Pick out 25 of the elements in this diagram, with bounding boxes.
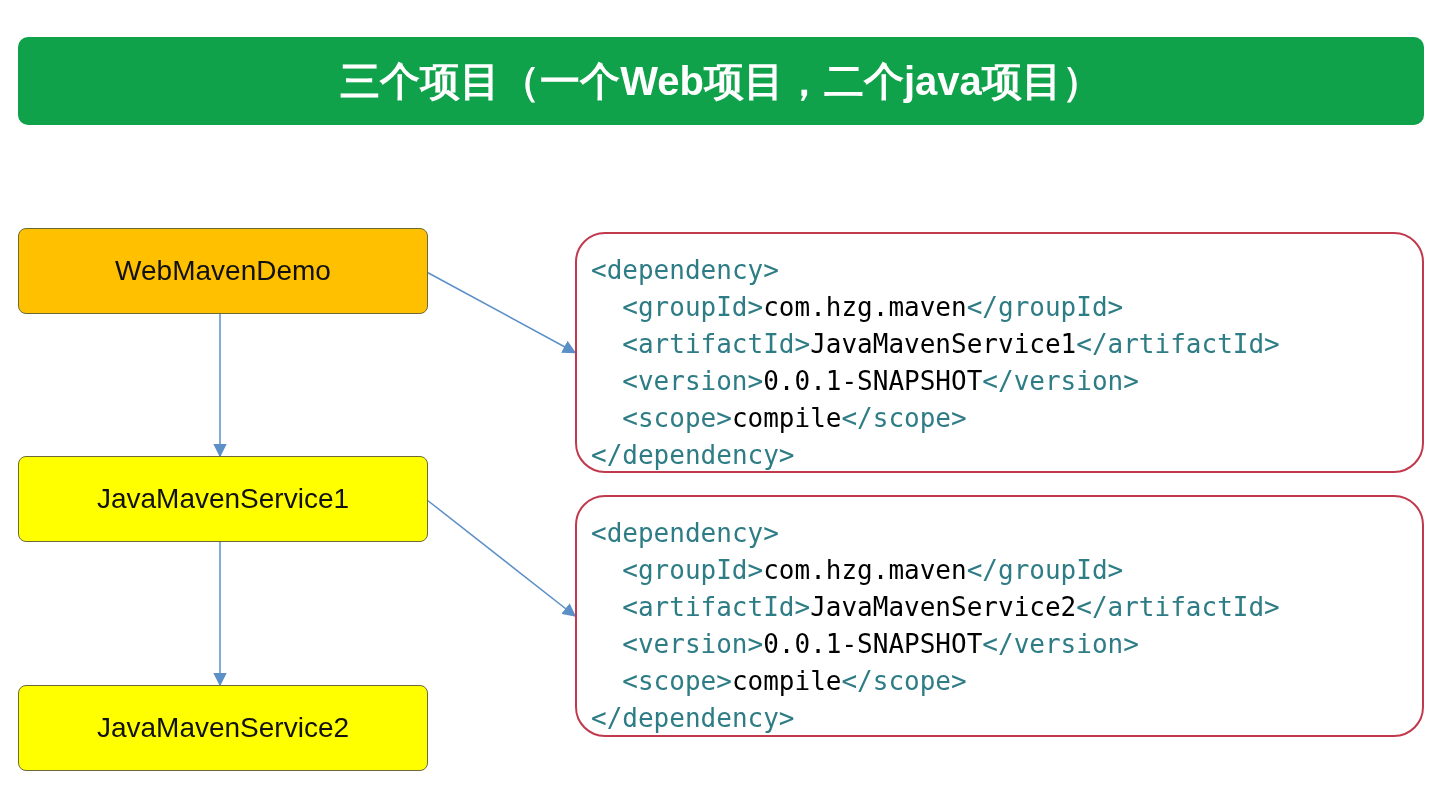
- code-box: [575, 232, 1424, 473]
- code-line: <scope>compile</scope>: [621, 402, 967, 435]
- arrow: [427, 499, 577, 617]
- code-box: [575, 495, 1424, 737]
- code-line: <groupId>com.hzg.maven</groupId>: [621, 554, 1124, 587]
- project-name: WebMavenDemo: [115, 255, 331, 287]
- code-line: <scope>compile</scope>: [621, 665, 967, 698]
- project-name: JavaMavenService1: [96, 483, 350, 515]
- code-line: <groupId>com.hzg.maven</groupId>: [621, 291, 1124, 324]
- code-line: <artifactId>JavaMavenService1</artifactId>: [621, 328, 1280, 361]
- code-line: </dependency>: [591, 702, 795, 735]
- project-box: [18, 685, 428, 771]
- arrow: [213, 313, 227, 458]
- code-line: <version>0.0.1-SNAPSHOT</version>: [621, 628, 1139, 661]
- code-line: <version>0.0.1-SNAPSHOT</version>: [621, 365, 1139, 398]
- project-box: [18, 456, 428, 542]
- arrow: [213, 541, 227, 687]
- code-line: </dependency>: [591, 439, 795, 472]
- title-banner: 三个项目（一个Web项目，二个java项目）: [18, 37, 1424, 125]
- code-line: <dependency>: [591, 254, 779, 287]
- project-box: [18, 228, 428, 314]
- arrow: [427, 271, 577, 354]
- project-name: JavaMavenService2: [96, 712, 350, 744]
- code-line: <artifactId>JavaMavenService2</artifactId>: [621, 591, 1280, 624]
- code-line: <dependency>: [591, 517, 779, 550]
